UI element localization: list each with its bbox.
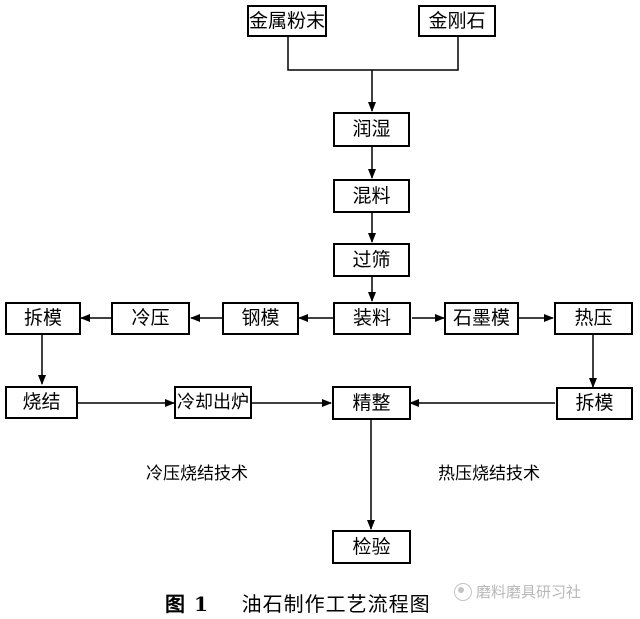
node-hot-press: 热压 <box>554 302 633 335</box>
node-finishing: 精整 <box>332 386 411 420</box>
node-sintering: 烧结 <box>5 386 78 419</box>
figure-title: 油石制作工艺流程图 <box>241 592 431 616</box>
figure-number: 图 1 <box>165 592 209 616</box>
node-cool-discharge: 冷却出炉 <box>174 386 252 419</box>
node-cold-press: 冷压 <box>111 302 190 335</box>
hot-press-sintering-label: 热压烧结技术 <box>438 464 540 484</box>
merge-line <box>287 36 459 71</box>
node-diamond: 金刚石 <box>418 5 496 37</box>
cold-press-sintering-label: 冷压烧结技术 <box>146 464 248 484</box>
node-inspection: 检验 <box>332 530 411 564</box>
watermark-text: 磨料磨具研习社 <box>476 583 582 601</box>
node-steel-mold: 钢模 <box>222 302 299 335</box>
node-wetting: 润湿 <box>333 112 410 147</box>
wechat-icon <box>454 582 472 601</box>
node-loading: 装料 <box>333 302 411 335</box>
node-mixing: 混料 <box>333 179 410 213</box>
node-sieving: 过筛 <box>333 243 410 277</box>
node-metal-powder: 金属粉末 <box>247 5 327 37</box>
node-demold-left: 拆模 <box>5 302 81 335</box>
watermark: 磨料磨具研习社 <box>454 581 581 602</box>
figure-caption: 图 1 油石制作工艺流程图 <box>165 588 431 617</box>
node-graphite-mold: 石墨模 <box>444 302 519 335</box>
node-demold-right: 拆模 <box>556 387 633 420</box>
